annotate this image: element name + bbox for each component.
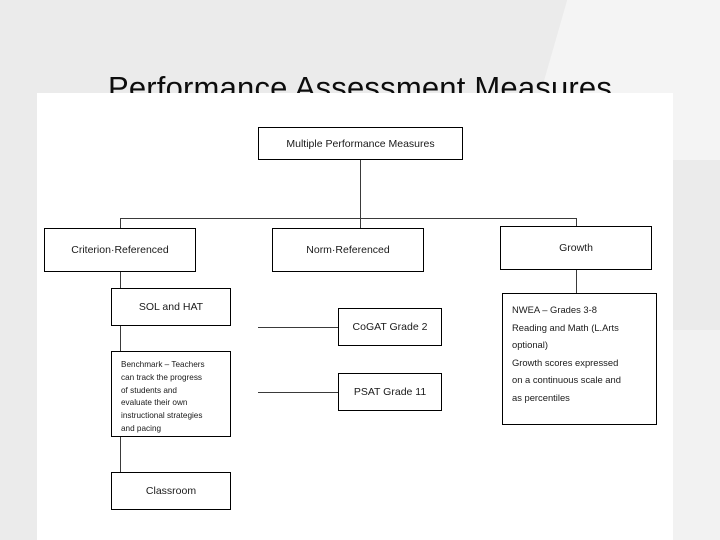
node-line: of students and bbox=[121, 385, 177, 395]
node-norm-referenced[interactable]: Norm·Referenced bbox=[272, 228, 424, 272]
connector-bus-to-criterion bbox=[120, 218, 121, 229]
connector-to-psat bbox=[258, 392, 339, 393]
node-label: Growth bbox=[559, 242, 593, 254]
node-label: SOL and HAT bbox=[138, 301, 204, 313]
connector-root-down bbox=[360, 160, 361, 218]
connector-horizontal-bus bbox=[120, 218, 576, 219]
node-line: as percentiles bbox=[512, 391, 570, 403]
node-cogat-grade-2[interactable]: CoGAT Grade 2 bbox=[338, 308, 442, 346]
node-benchmark[interactable]: Benchmark – Teachers can track the progr… bbox=[111, 351, 231, 437]
node-line: on a continuous scale and bbox=[512, 374, 621, 385]
node-sol-and-hat[interactable]: SOL and HAT bbox=[111, 288, 231, 326]
node-line: optional) bbox=[512, 339, 548, 350]
connector-to-cogat bbox=[258, 327, 339, 328]
connector-bus-to-norm bbox=[360, 218, 361, 229]
node-label: Classroom bbox=[145, 485, 197, 497]
node-line: instructional strategies bbox=[121, 411, 203, 421]
node-label: Norm·Referenced bbox=[306, 244, 390, 256]
node-line: Benchmark – Teachers bbox=[121, 360, 205, 369]
node-line: NWEA – Grades 3-8 bbox=[512, 304, 597, 315]
node-line: and pacing bbox=[121, 423, 162, 433]
node-classroom[interactable]: Classroom bbox=[111, 472, 231, 510]
node-line: evaluate their own bbox=[121, 398, 188, 408]
node-label: Criterion·Referenced bbox=[71, 244, 169, 256]
node-line: can track the progress bbox=[121, 372, 203, 382]
connector-growth-to-nwea bbox=[576, 270, 577, 294]
node-label: Multiple Performance Measures bbox=[286, 137, 435, 150]
node-psat-grade-11[interactable]: PSAT Grade 11 bbox=[338, 373, 442, 411]
connector-bus-to-growth bbox=[576, 218, 577, 229]
diagram-canvas: Multiple Performance Measures Criterion·… bbox=[37, 93, 673, 540]
node-label: CoGAT Grade 2 bbox=[352, 321, 428, 333]
node-line: Growth scores expressed bbox=[512, 356, 619, 368]
node-label: PSAT Grade 11 bbox=[353, 386, 427, 398]
node-nwea-details[interactable]: NWEA – Grades 3-8 Reading and Math (L.Ar… bbox=[502, 293, 657, 425]
node-line: Reading and Math (L.Arts bbox=[512, 321, 619, 333]
node-growth[interactable]: Growth bbox=[500, 226, 652, 270]
node-criterion-referenced[interactable]: Criterion·Referenced bbox=[44, 228, 196, 272]
node-multiple-performance-measures[interactable]: Multiple Performance Measures bbox=[258, 127, 463, 160]
